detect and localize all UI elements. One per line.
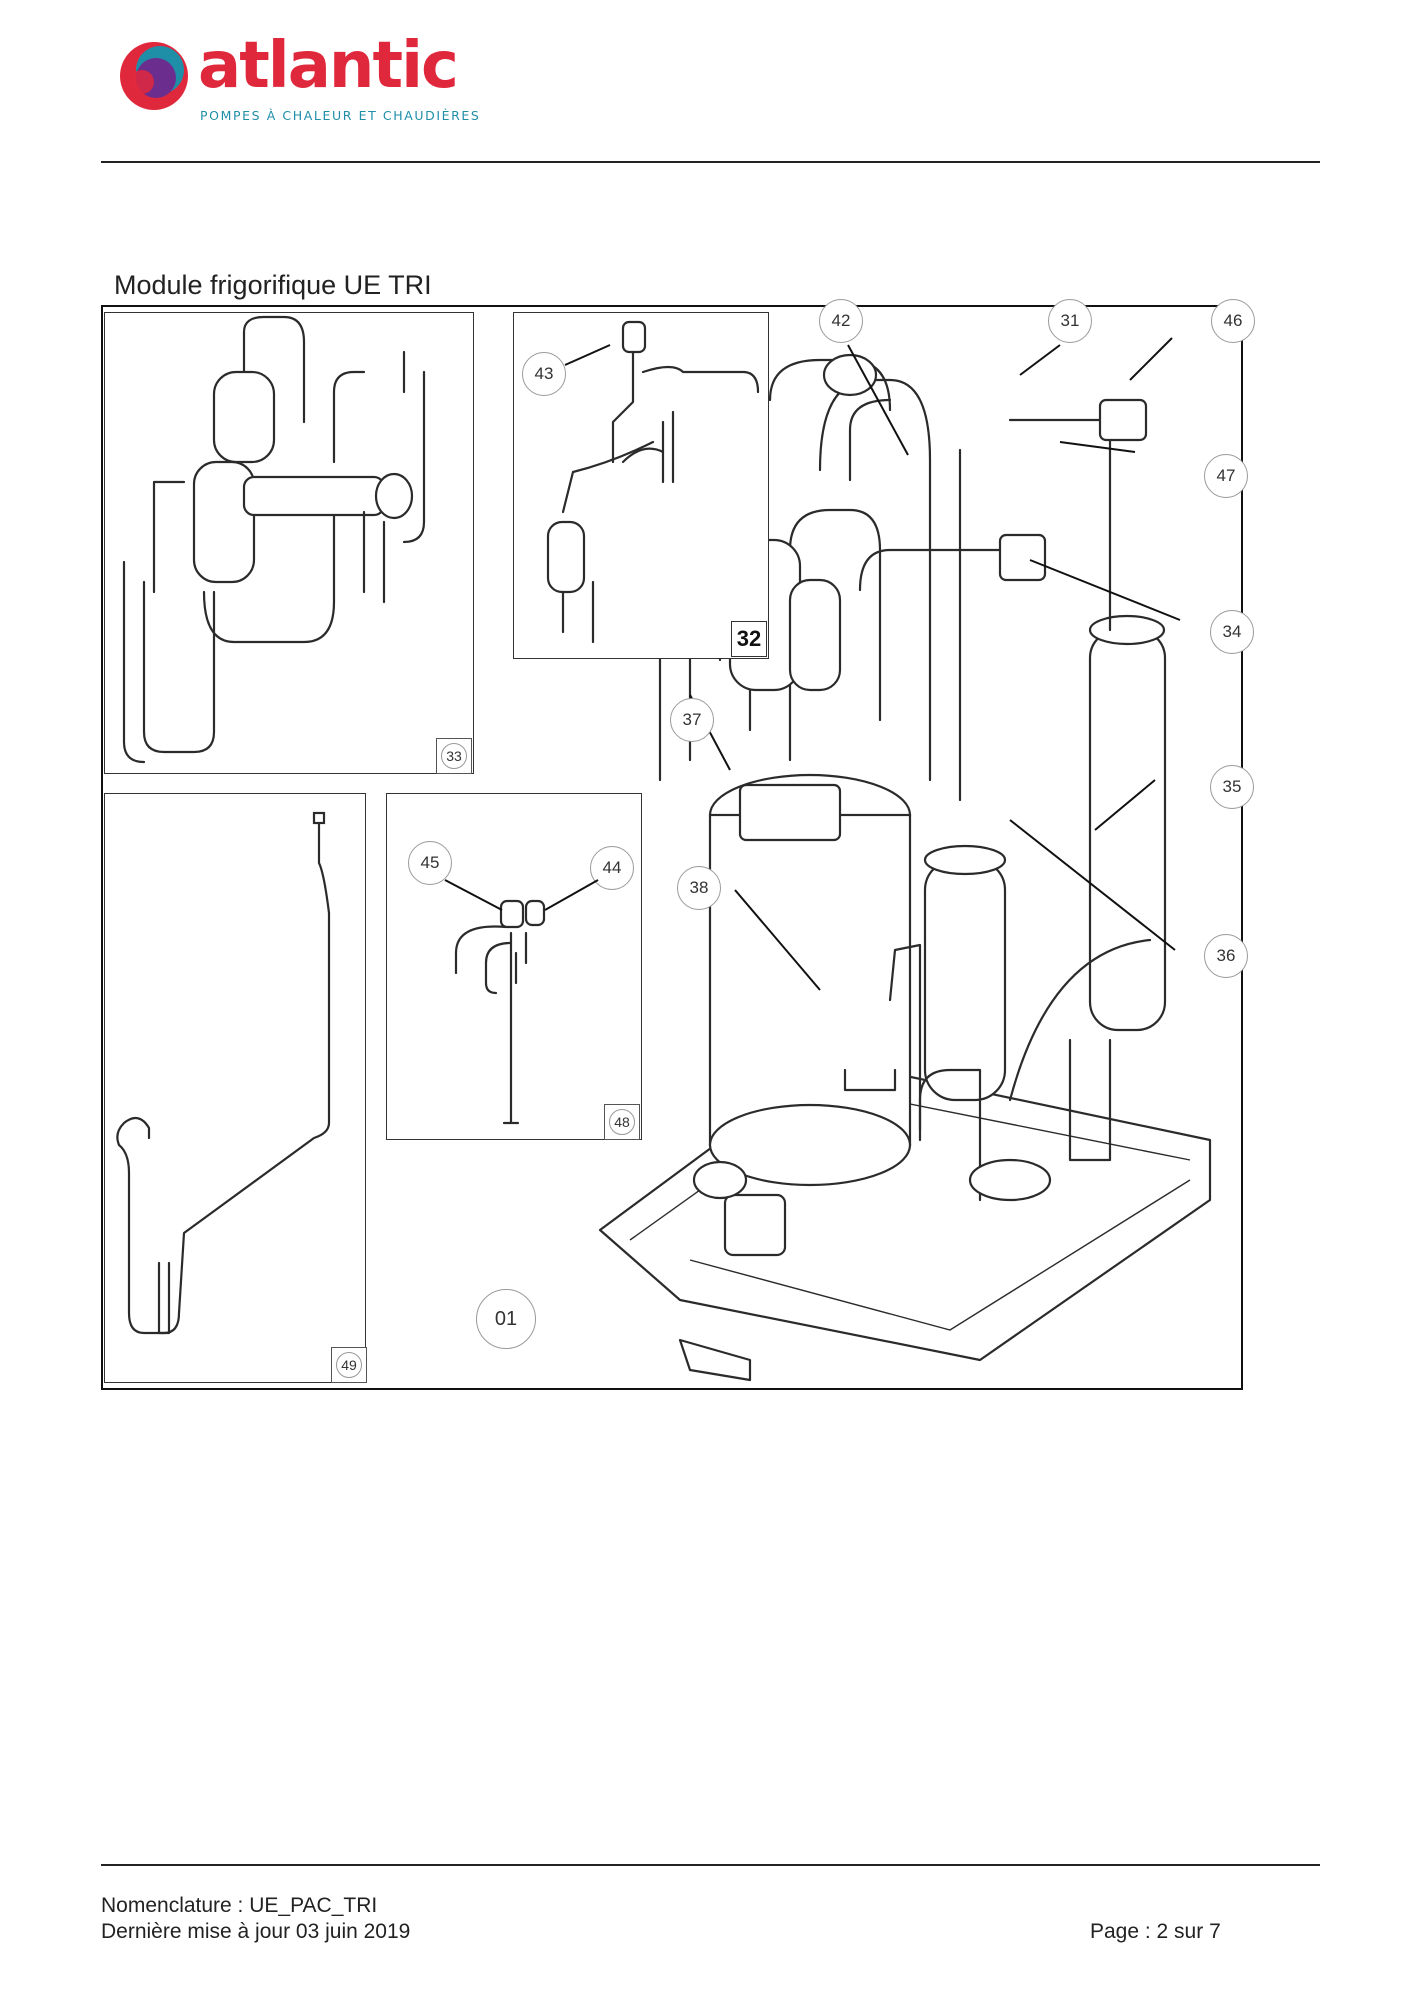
atlantic-logo: atlantic POMPES À CHALEUR ET CHAUDIÈRES <box>112 34 492 134</box>
callout-35: 35 <box>1210 765 1254 809</box>
callout-34: 34 <box>1210 610 1254 654</box>
panel-label-49: 49 <box>331 1347 367 1383</box>
panel-label-48: 48 <box>604 1104 640 1140</box>
footer-page-number: Page : 2 sur 7 <box>1090 1920 1221 1943</box>
logo-swirl-icon <box>120 42 188 110</box>
detail-panel-49 <box>104 793 366 1383</box>
callout-37: 37 <box>670 698 714 742</box>
callout-44: 44 <box>590 846 634 890</box>
callout-31: 31 <box>1048 299 1092 343</box>
detail-drawing-49 <box>116 811 331 1335</box>
panel-label-48-text: 48 <box>609 1109 635 1135</box>
section-title: Module frigorifique UE TRI <box>114 270 432 300</box>
callout-46: 46 <box>1211 299 1255 343</box>
exploded-view-frame <box>101 305 1243 1390</box>
panel-label-33-text: 33 <box>441 743 467 769</box>
detail-drawing-32 <box>546 320 760 644</box>
brand-tagline: POMPES À CHALEUR ET CHAUDIÈRES <box>200 108 481 123</box>
callout-45: 45 <box>408 841 452 885</box>
header-divider <box>101 161 1320 163</box>
footer-updated-date: Dernière mise à jour 03 juin 2019 <box>101 1920 411 1943</box>
callout-42: 42 <box>819 299 863 343</box>
detail-drawing-48 <box>454 899 546 1125</box>
detail-drawing-33 <box>122 315 426 764</box>
callout-38: 38 <box>677 866 721 910</box>
detail-panel-33 <box>104 312 474 774</box>
footer-nomenclature: Nomenclature : UE_PAC_TRI <box>101 1894 378 1917</box>
brand-name: atlantic <box>198 29 459 103</box>
panel-label-49-text: 49 <box>336 1352 362 1378</box>
panel-label-33: 33 <box>436 738 472 774</box>
callout-36: 36 <box>1204 934 1248 978</box>
panel-label-32: 32 <box>731 621 767 657</box>
callout-47: 47 <box>1204 454 1248 498</box>
callout-43: 43 <box>522 352 566 396</box>
footer-divider <box>101 1864 1320 1866</box>
callout-01: 01 <box>476 1289 536 1349</box>
